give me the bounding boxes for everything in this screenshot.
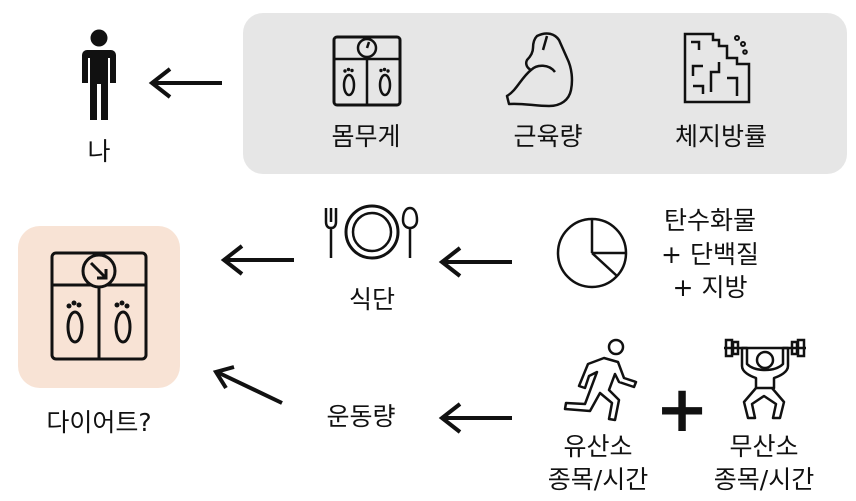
arrow-to-me <box>148 66 224 100</box>
weightlifter-icon <box>720 336 810 420</box>
aerobic-line2: 종목/시간 <box>547 465 649 494</box>
pie-chart-icon <box>555 216 629 290</box>
arrow-activity-to-exercise <box>438 401 514 435</box>
flexed-arm-icon <box>505 30 581 110</box>
fat-tissue-icon <box>683 30 753 104</box>
macros-line1: 탄수화물 <box>663 206 756 235</box>
muscle-label: 근육량 <box>513 122 583 151</box>
anaerobic-line2: 종목/시간 <box>713 465 815 494</box>
macros-line2: + 단백질 <box>661 240 759 269</box>
scale-icon <box>332 35 402 107</box>
anaerobic-line1: 무산소 <box>729 432 799 461</box>
arrow-exercise-to-goal <box>212 366 284 406</box>
plus-sign: + <box>655 373 709 447</box>
me-label: 나 <box>87 137 111 166</box>
scale-down-icon <box>50 251 148 361</box>
macros-line3: + 지방 <box>672 273 748 302</box>
person-icon <box>82 29 116 120</box>
arrow-macros-to-diet <box>438 245 514 279</box>
diet-label: 식단 <box>348 285 395 314</box>
weight-label: 몸무게 <box>331 122 401 151</box>
diet-goal-label: 다이어트? <box>46 408 152 437</box>
arrow-diet-to-goal <box>220 243 296 277</box>
aerobic-line1: 유산소 <box>563 432 633 461</box>
runner-icon <box>558 338 640 418</box>
plate-utensils-icon <box>322 204 424 260</box>
body-fat-label: 체지방률 <box>674 122 767 151</box>
exercise-amount-label: 운동량 <box>326 402 396 431</box>
